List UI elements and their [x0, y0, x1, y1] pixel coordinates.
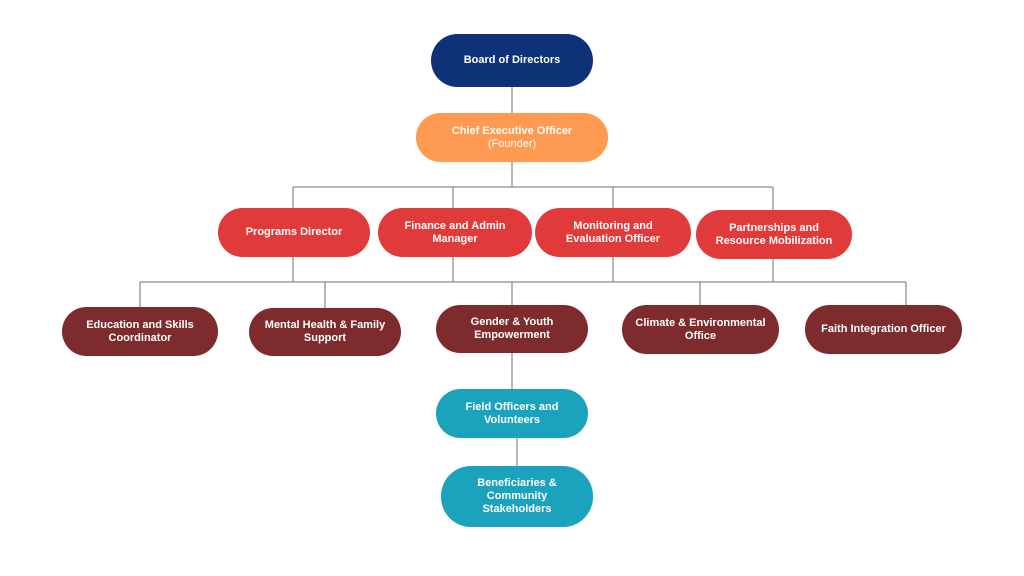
monitoring-evaluation-officer-node: Monitoring and Evaluation Officer — [535, 208, 691, 257]
finance-admin-manager-node: Finance and Admin Manager — [378, 208, 532, 257]
climate-environmental-office-label: Climate & Environmental Office — [635, 316, 766, 342]
gender-youth-empowerment-label: Gender & Youth Empowerment — [470, 316, 554, 341]
partnerships-resource-mobilization-node: Partnerships and Resource Mobilization — [696, 210, 852, 259]
field-officers-volunteers-node: Field Officers and Volunteers — [436, 389, 588, 438]
ceo-sublabel: (Founder) — [487, 137, 537, 150]
board-of-directors-label: Board of Directors — [463, 54, 561, 66]
beneficiaries-community-stakeholders-node: Beneficiaries & Community Stakeholders — [441, 466, 593, 527]
ceo-node: Chief Executive Officer (Founder) — [416, 113, 608, 162]
beneficiaries-community-stakeholders-label: Beneficiaries & Community Stakeholders — [477, 477, 557, 515]
partnerships-resource-mobilization-label: Partnerships and Resource Mobilization — [715, 221, 833, 247]
programs-director-label: Programs Director — [245, 226, 343, 238]
climate-environmental-office-node: Climate & Environmental Office — [622, 305, 779, 354]
education-skills-coordinator-node: Education and Skills Coordinator — [62, 307, 218, 356]
mental-health-family-support-node: Mental Health & Family Support — [249, 308, 401, 356]
faith-integration-officer-node: Faith Integration Officer — [805, 305, 962, 354]
ceo-label: Chief Executive Officer — [451, 124, 573, 137]
finance-admin-manager-label: Finance and Admin Manager — [404, 219, 506, 245]
field-officers-volunteers-label: Field Officers and Volunteers — [465, 400, 559, 426]
board-of-directors-node: Board of Directors — [431, 34, 593, 87]
programs-director-node: Programs Director — [218, 208, 370, 257]
faith-integration-officer-label: Faith Integration Officer — [821, 323, 946, 335]
mental-health-family-support-label: Mental Health & Family Support — [264, 319, 386, 344]
monitoring-evaluation-officer-label: Monitoring and Evaluation Officer — [565, 219, 661, 245]
gender-youth-empowerment-node: Gender & Youth Empowerment — [436, 305, 588, 353]
education-skills-coordinator-label: Education and Skills Coordinator — [86, 318, 194, 344]
